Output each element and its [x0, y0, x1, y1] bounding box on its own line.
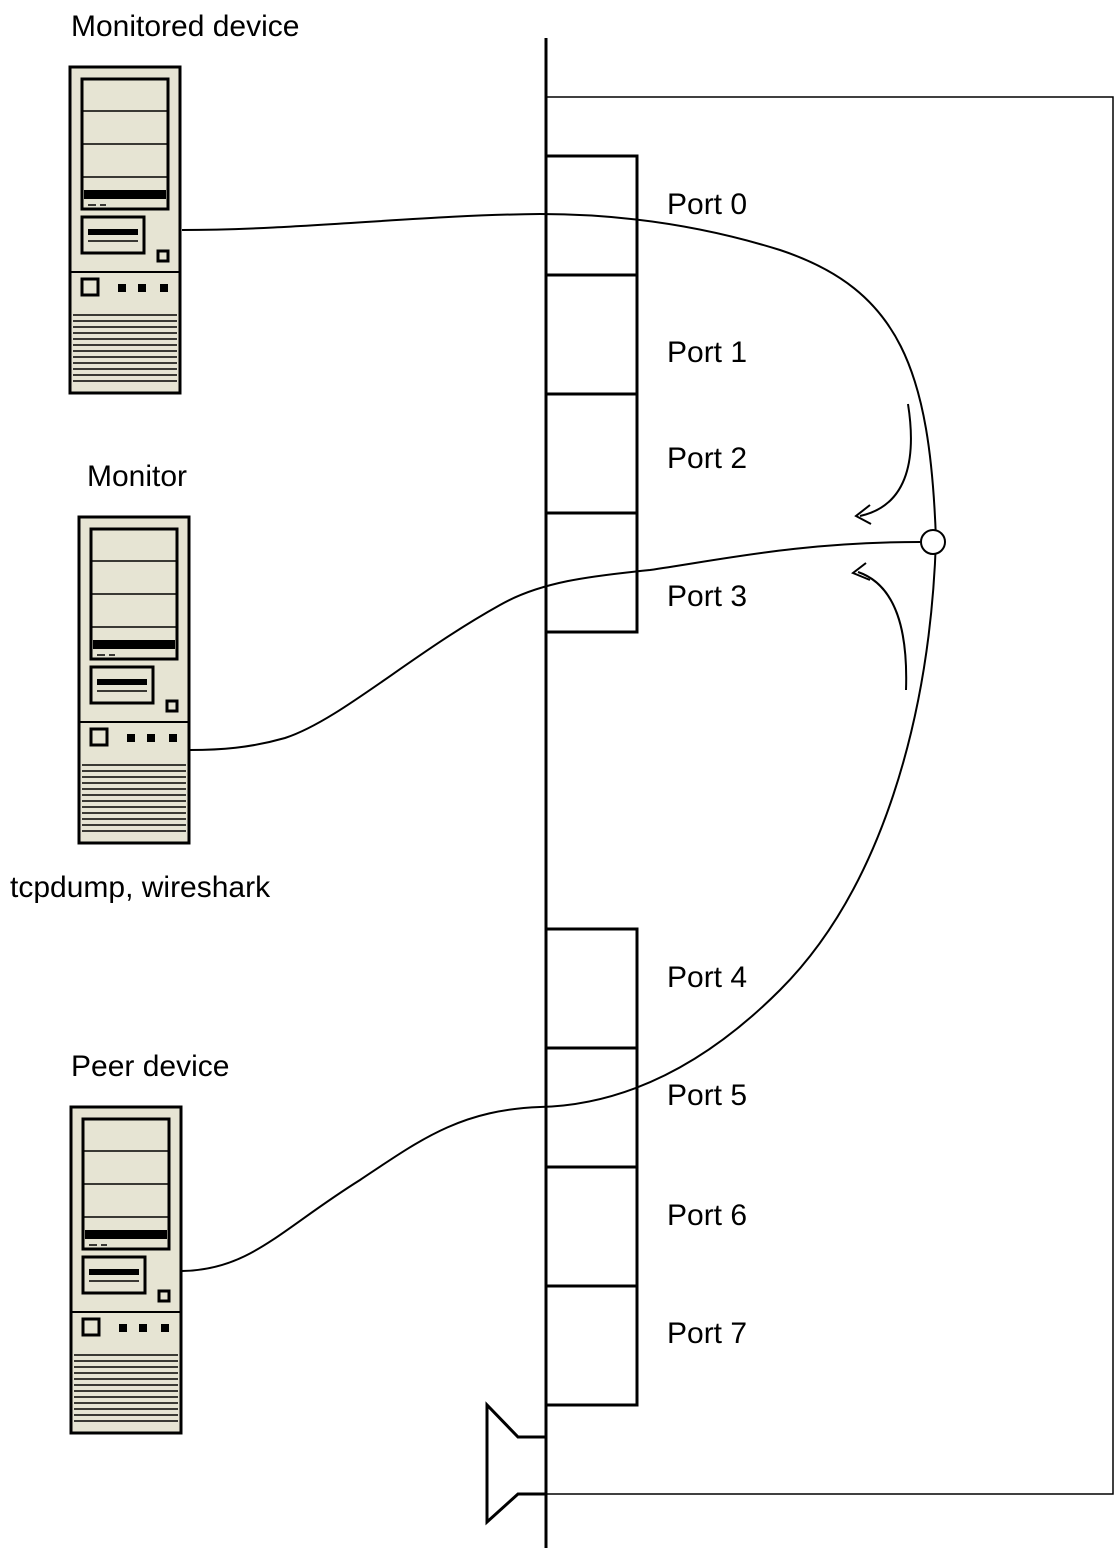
peer-device[interactable]	[69, 1105, 183, 1435]
pc-tower-icon	[69, 1105, 183, 1435]
port-3[interactable]	[544, 511, 639, 634]
monitor-caption: tcpdump, wireshark	[10, 871, 271, 904]
pc-tower-icon	[77, 515, 191, 845]
monitored-device[interactable]	[68, 65, 182, 395]
port-block-upper	[544, 154, 639, 634]
port-1-label: Port 1	[667, 336, 747, 369]
mounting-bracket	[485, 1401, 546, 1526]
port-2[interactable]	[544, 392, 639, 515]
port-2-label: Port 2	[667, 442, 747, 475]
monitor-device[interactable]	[77, 515, 191, 845]
port-7-label: Port 7	[667, 1317, 747, 1350]
cable-monitored-device	[181, 212, 937, 541]
mirror-arrow-lower	[857, 571, 908, 691]
peer-device-label: Peer device	[71, 1050, 229, 1083]
port-1[interactable]	[544, 273, 639, 396]
port-3-label: Port 3	[667, 580, 747, 613]
switch-chassis	[545, 96, 1114, 1495]
port-6-label: Port 6	[667, 1199, 747, 1232]
port-block-lower	[544, 927, 639, 1407]
cable-peer-device	[181, 539, 937, 1272]
port-6[interactable]	[544, 1165, 639, 1288]
mirror-arrow-upper-head	[854, 504, 872, 525]
mirror-arrow-upper	[859, 403, 912, 517]
port-5[interactable]	[544, 1046, 639, 1169]
monitor-label: Monitor	[87, 460, 187, 493]
port-4-label: Port 4	[667, 961, 747, 994]
port-5-label: Port 5	[667, 1079, 747, 1112]
port-4[interactable]	[544, 927, 639, 1050]
port-7[interactable]	[544, 1284, 639, 1407]
monitored-device-label: Monitored device	[71, 10, 299, 43]
pc-tower-icon	[68, 65, 182, 395]
mirror-tap-node	[920, 529, 946, 555]
port-0-label: Port 0	[667, 188, 747, 221]
cable-monitor	[189, 541, 921, 751]
mirror-arrow-lower-head	[851, 562, 871, 581]
